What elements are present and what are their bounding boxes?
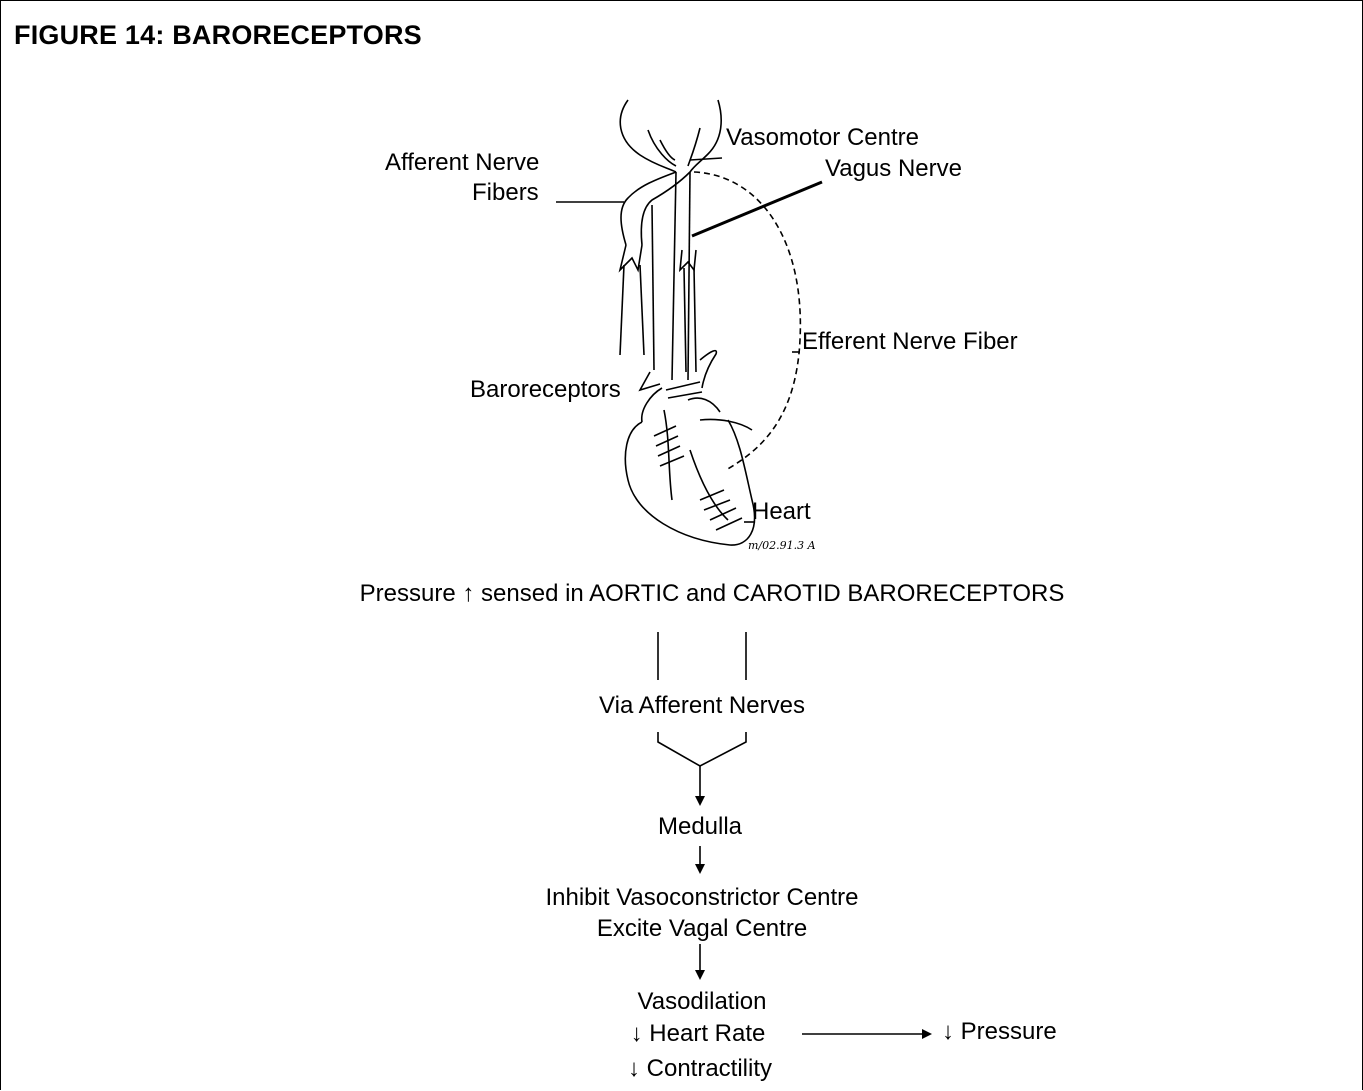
artist-signature: m/02.91.3 A <box>748 540 816 551</box>
heart-drawing <box>625 351 754 545</box>
flow-heart-rate: ↓ Heart Rate <box>631 1022 766 1046</box>
label-efferent-fiber: Efferent Nerve Fiber <box>802 330 1018 354</box>
label-vasomotor-centre: Vasomotor Centre <box>726 126 919 150</box>
flow-vasodilation: Vasodilation <box>638 990 767 1014</box>
flow-inhibit-vasoconstrictor: Inhibit Vasoconstrictor Centre <box>545 886 858 910</box>
flow-pressure-sensed: Pressure ↑ sensed in AORTIC and CAROTID … <box>360 582 1065 606</box>
label-afferent-nerve: Afferent Nerve <box>385 151 539 175</box>
vagus-pointer <box>692 182 822 236</box>
brainstem-drawing <box>620 100 722 172</box>
flow-via-afferent: Via Afferent Nerves <box>599 694 805 718</box>
label-afferent-fibers: Fibers <box>472 181 539 205</box>
flow-contractility: ↓ Contractility <box>628 1057 772 1081</box>
label-vagus-nerve: Vagus Nerve <box>825 157 962 181</box>
flow-medulla: Medulla <box>658 815 742 839</box>
flow-pressure-result: ↓ Pressure <box>942 1020 1057 1044</box>
efferent-fiber-dashed <box>694 172 800 470</box>
nerve-vessels-drawing <box>556 172 696 380</box>
flow-excite-vagal: Excite Vagal Centre <box>597 917 807 941</box>
label-heart: Heart <box>752 500 811 524</box>
label-baroreceptors: Baroreceptors <box>470 378 621 402</box>
